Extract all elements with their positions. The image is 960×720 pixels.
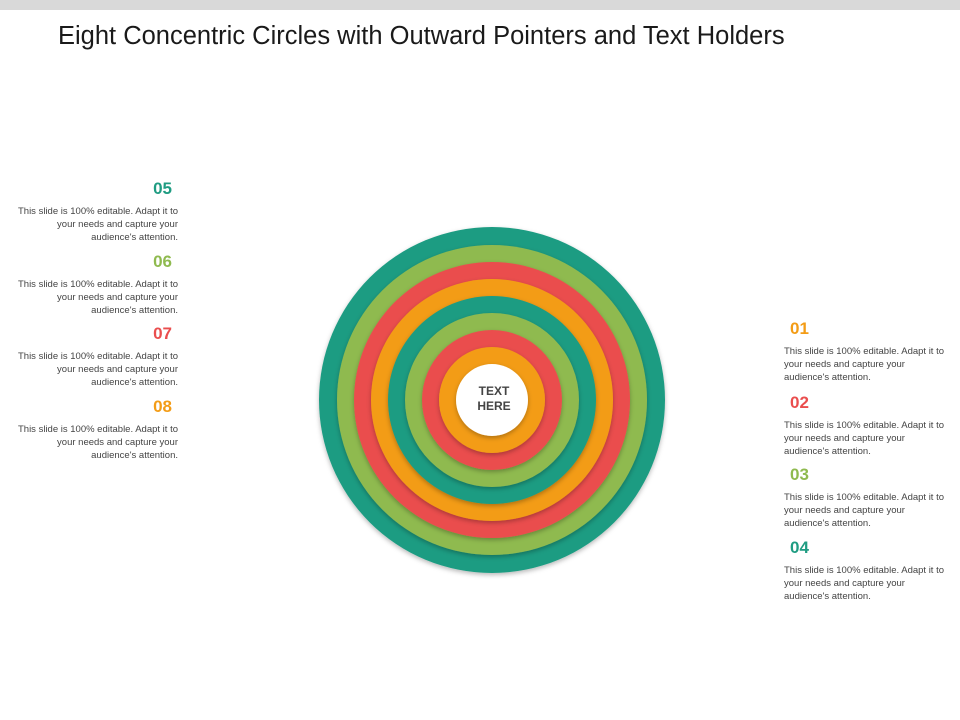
- slide-title: Eight Concentric Circles with Outward Po…: [58, 22, 785, 50]
- text-holder-03: 03 This slide is 100% editable. Adapt it…: [784, 465, 950, 530]
- item-number: 04: [790, 538, 809, 557]
- item-description: This slide is 100% editable. Adapt it to…: [784, 492, 945, 529]
- text-holder-02: 02 This slide is 100% editable. Adapt it…: [784, 393, 950, 458]
- item-number: 06: [153, 252, 172, 271]
- item-number: 02: [790, 393, 809, 412]
- item-description: This slide is 100% editable. Adapt it to…: [784, 346, 945, 383]
- text-holder-06: 06 This slide is 100% editable. Adapt it…: [12, 252, 178, 317]
- center-disc: [456, 364, 528, 436]
- item-description: This slide is 100% editable. Adapt it to…: [784, 565, 945, 602]
- item-number: 01: [790, 319, 809, 338]
- item-number: 05: [153, 179, 172, 198]
- center-text-line-1: TEXT: [478, 384, 510, 398]
- text-holder-05: 05 This slide is 100% editable. Adapt it…: [12, 179, 178, 244]
- item-description: This slide is 100% editable. Adapt it to…: [17, 279, 178, 316]
- item-description: This slide is 100% editable. Adapt it to…: [784, 420, 945, 457]
- center-text: TEXT HERE: [462, 384, 526, 414]
- text-holder-07: 07 This slide is 100% editable. Adapt it…: [12, 324, 178, 389]
- item-number: 07: [153, 324, 172, 343]
- item-description: This slide is 100% editable. Adapt it to…: [17, 206, 178, 243]
- top-bar: [0, 0, 960, 10]
- text-holder-01: 01 This slide is 100% editable. Adapt it…: [784, 319, 950, 384]
- item-number: 08: [153, 397, 172, 416]
- item-description: This slide is 100% editable. Adapt it to…: [17, 424, 178, 461]
- text-holder-08: 08 This slide is 100% editable. Adapt it…: [12, 397, 178, 462]
- item-number: 03: [790, 465, 809, 484]
- center-text-line-2: HERE: [477, 399, 511, 413]
- text-holder-04: 04 This slide is 100% editable. Adapt it…: [784, 538, 950, 603]
- item-description: This slide is 100% editable. Adapt it to…: [17, 351, 178, 388]
